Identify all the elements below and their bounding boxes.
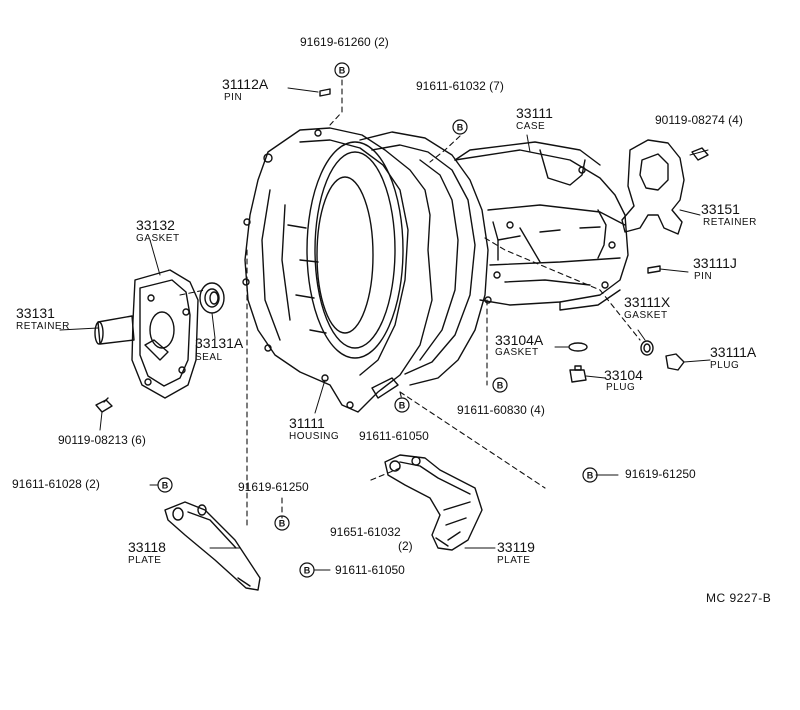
pin-33111j-shape [647,265,661,274]
case-33111 [359,131,629,386]
bolt-symbol-letter: B [162,481,169,491]
part-number-33118: 33118 [128,539,166,555]
part-desc-33118: PLATE [128,555,162,566]
bolt-symbol-letter: B [587,471,594,481]
bolt-symbol-3 [394,397,410,413]
part-number-33111x: 33111X [624,294,671,310]
seal-33131a [199,282,225,314]
small-parts [95,88,709,413]
plug-33111a-shape [665,353,685,371]
fastener-label-91611-61032: 91611-61032 (7) [416,79,504,93]
plug-33104-shape [569,369,587,383]
fastener-label-91619-61250-right: 91619-61250 [625,467,696,481]
part-desc-33111x: GASKET [624,310,668,321]
callout-lines [59,87,711,571]
part-number-33104a: 33104A [495,332,544,348]
part-number-33104: 33104 [604,367,643,383]
retainer-33131 [94,269,199,399]
plate-33118 [164,501,261,591]
part-desc-33131a: SEAL [195,352,223,363]
bolt-symbol-2 [452,119,468,135]
part-desc-33104a: GASKET [495,347,539,358]
part-desc-33131: RETAINER [16,321,70,332]
bolt-symbol-letter: B [497,381,504,391]
fastener-label-91611-61028: 91611-61028 (2) [12,477,100,491]
part-number-33111j: 33111J [693,255,737,271]
fastener-label-91611-61050-bottom: 91611-61050 [335,563,405,577]
part-desc-33111: CASE [516,121,546,132]
part-number-33119: 33119 [497,539,535,555]
fastener-label-91619-61260: 91619-61260 (2) [300,35,389,49]
fastener-label-91619-61250-left: 91619-61250 [238,480,309,494]
gasket-33111x-shape [640,340,654,356]
fastener-label-91651-61032: 91651-61032 [330,525,401,539]
fastener-label-91651-61032-qty: (2) [398,539,413,553]
fastener-label-90119-08274: 90119-08274 (4) [655,113,743,127]
bolt-symbol-letter: B [339,66,346,76]
retainer-33151 [621,139,685,235]
part-number-33111: 33111 [516,105,553,121]
part-desc-33111j: PIN [694,271,713,282]
part-desc-33111a: PLUG [710,360,740,371]
bolt-symbol-6 [274,515,290,531]
plate-33119 [384,454,483,551]
bolt-symbol-letter: B [457,123,464,133]
part-number-33131a: 33131A [195,335,244,351]
part-desc-33104: PLUG [606,382,636,393]
part-number-31111: 31111 [289,415,325,431]
bolt-symbol-1 [334,62,350,78]
part-desc-33151: RETAINER [703,217,757,228]
bolt-symbol-letter: B [304,566,311,576]
fastener-label-90119-08213: 90119-08213 (6) [58,433,146,447]
bolt-90119-08213-shape [95,399,113,413]
part-desc-31111: HOUSING [289,431,340,442]
part-desc-31112a: PIN [224,92,243,103]
part-number-33132: 33132 [136,217,175,233]
bolt-symbols [157,62,598,578]
bolt-symbol-letter: B [279,519,286,529]
bolt-symbol-4 [492,377,508,393]
part-number-33131: 33131 [16,305,55,321]
part-desc-33119: PLATE [497,555,531,566]
fastener-label-91611-60830: 91611-60830 (4) [457,403,545,417]
bolt-90119-08274-shape [691,147,709,161]
part-desc-33132: GASKET [136,233,180,244]
housing-31111 [242,127,433,413]
diagram-code: MC 9227-B [706,591,772,605]
part-number-33151: 33151 [701,201,740,217]
part-number-31112a: 31112A [222,76,269,92]
gasket-33104a-shape [568,342,588,352]
fastener-label-91611-61050-top: 91611-61050 [359,429,429,443]
part-number-33111a: 33111A [710,344,757,360]
bolt-symbol-letter: B [399,401,406,411]
pin-31112a-shape [319,88,331,97]
